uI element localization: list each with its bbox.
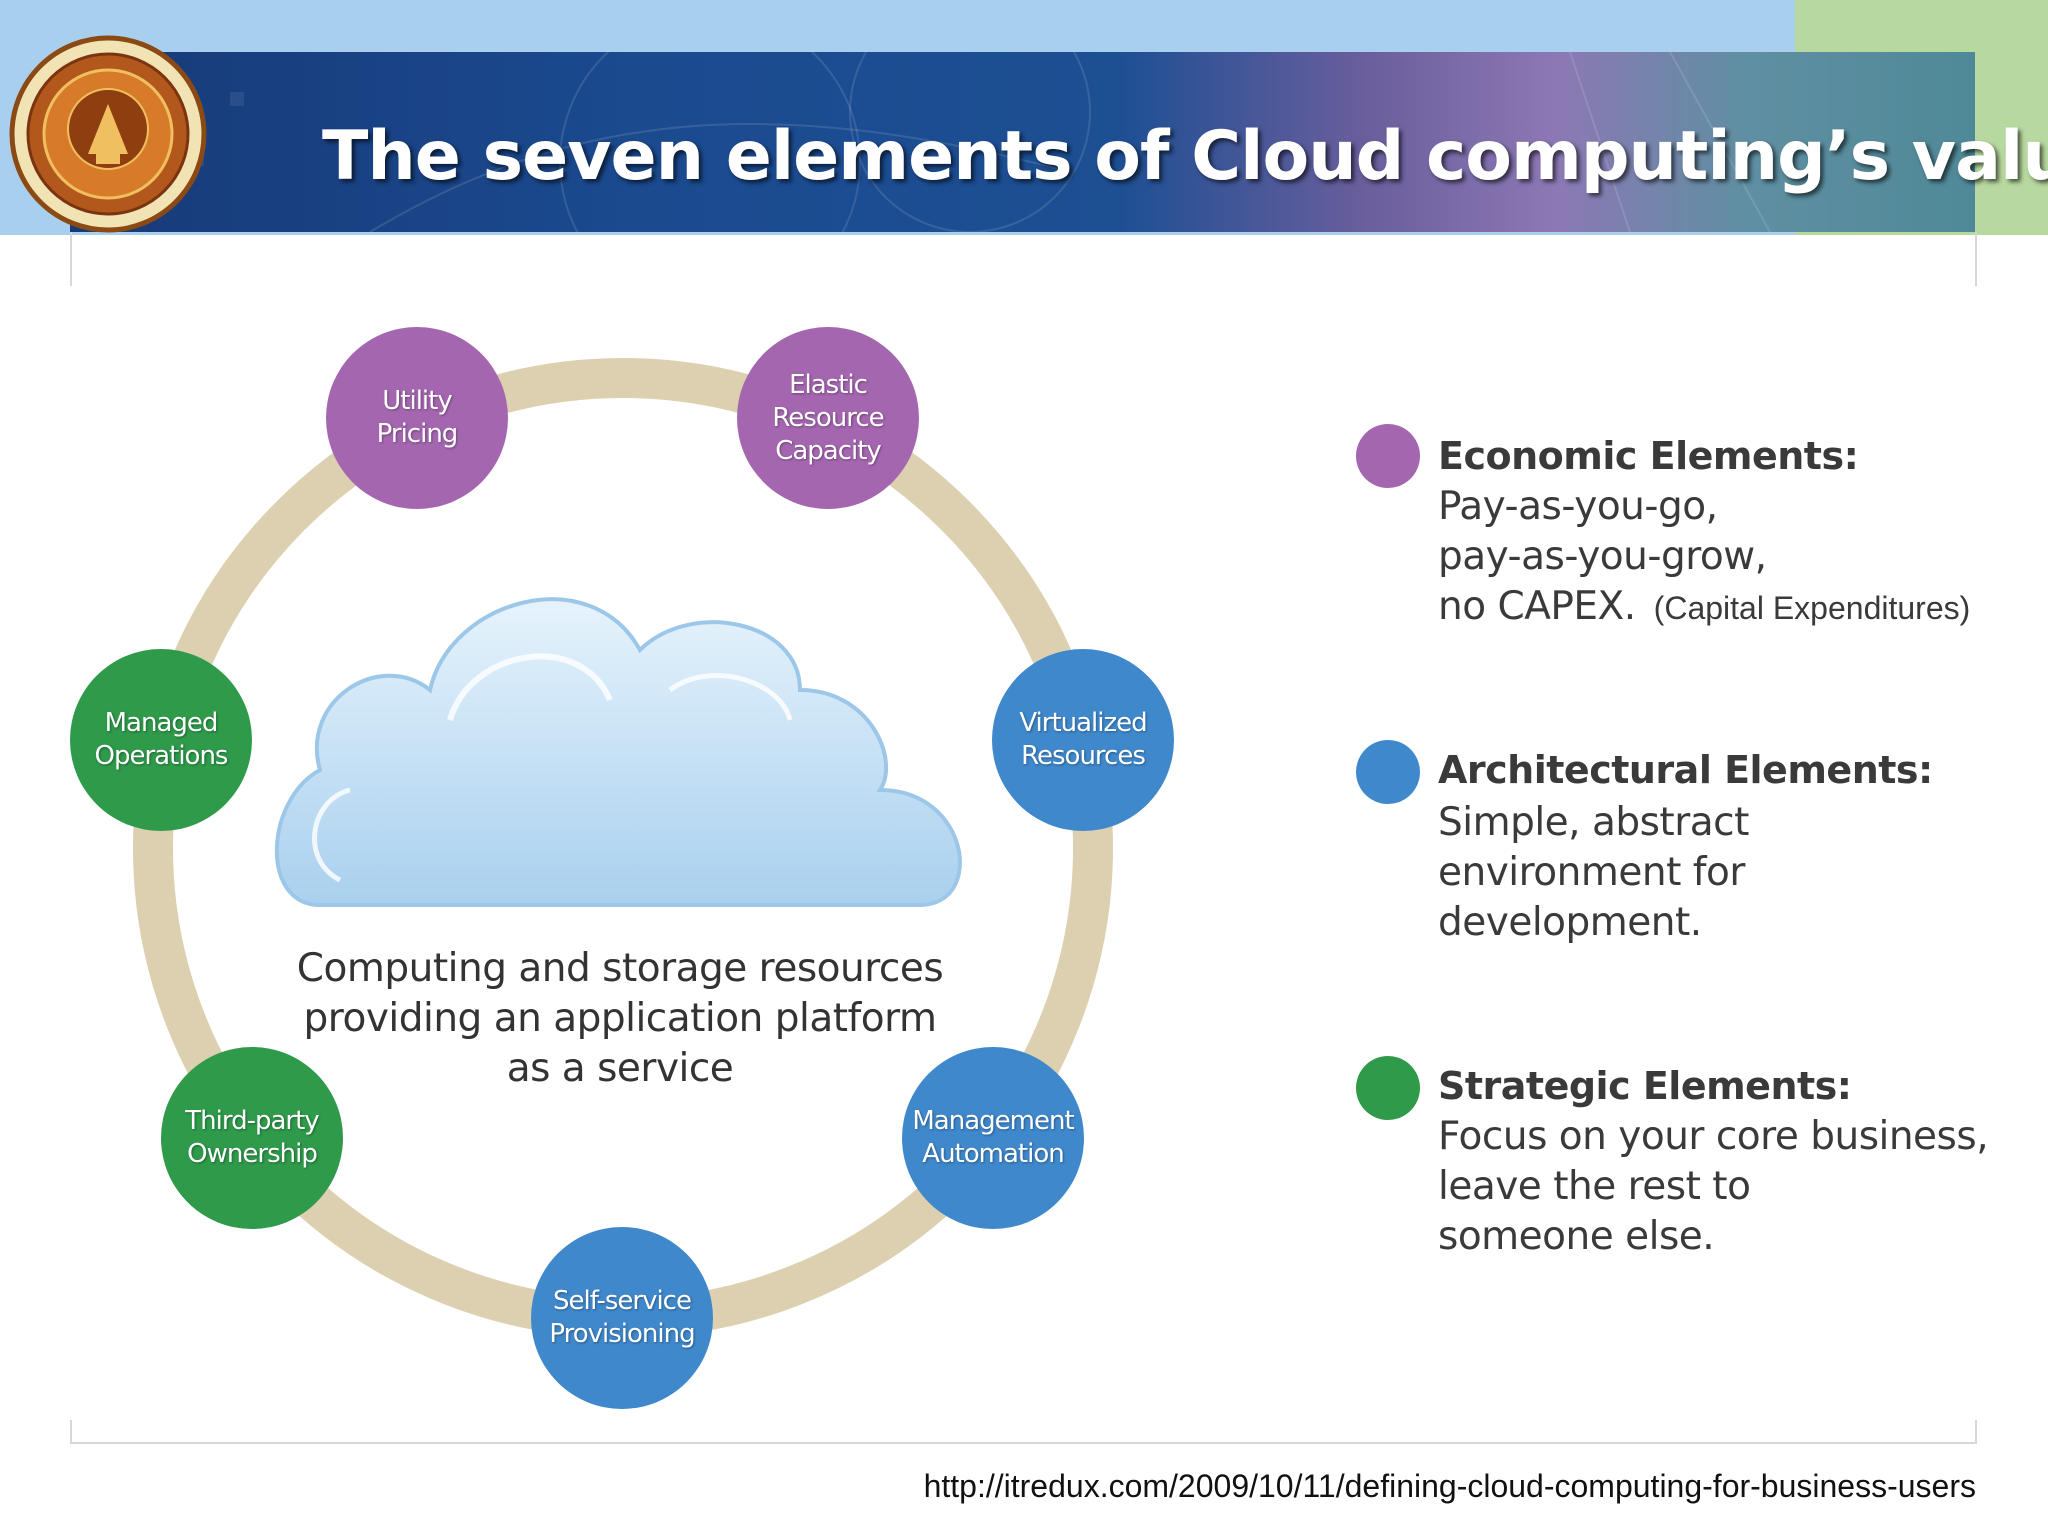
architectural-legend-line: environment for: [1438, 850, 1745, 895]
element-node-circle: [531, 1227, 713, 1409]
element-node-label-line: Capacity: [775, 435, 882, 466]
source-link[interactable]: http://itredux.com/2009/10/11/defining-c…: [923, 1468, 1976, 1504]
center-description: Computing and storage resources providin…: [270, 944, 970, 1094]
element-node-label-line: Utility: [382, 386, 452, 416]
element-node-label-line: Virtualized: [1019, 708, 1147, 738]
economic-legend-line: Pay-as-you-go,: [1438, 484, 1718, 529]
architectural-legend-dot: [1356, 740, 1420, 804]
element-node-label-line: Operations: [94, 741, 229, 771]
strategic-legend-title: Strategic Elements:: [1438, 1064, 1852, 1108]
header-banner: [70, 52, 1975, 232]
economic-legend-line: no CAPEX. (Capital Expenditures): [1438, 584, 1970, 629]
strategic-legend-line: Focus on your core business,: [1438, 1114, 1989, 1159]
cloud-icon: [274, 597, 962, 907]
frame-line-top-left: [70, 232, 72, 286]
commission-seal-logo: [9, 35, 207, 233]
element-node-label-line: Resources: [1021, 741, 1146, 771]
page-title: The seven elements of Cloud computing’s …: [322, 117, 2048, 196]
element-node-label-line: Ownership: [187, 1139, 318, 1169]
frame-line-bottom-left: [70, 1420, 72, 1444]
economic-legend-text: no CAPEX.: [1438, 584, 1636, 629]
element-node-circle: [992, 649, 1174, 831]
strategic-legend-line: someone else.: [1438, 1214, 1715, 1259]
element-node-circle: [326, 327, 508, 509]
element-node-circle: [902, 1047, 1084, 1229]
architectural-legend-line: Simple, abstract: [1438, 800, 1749, 845]
element-node-label-line: Managed: [104, 708, 219, 738]
element-node-circle: [70, 649, 252, 831]
frame-line-bottom: [70, 1442, 1977, 1444]
element-node-label-line: Elastic: [789, 369, 868, 400]
capex-note: (Capital Expenditures): [1653, 590, 1971, 626]
strategic-legend-line: leave the rest to: [1438, 1164, 1751, 1209]
economic-legend-title: Economic Elements:: [1438, 434, 1859, 478]
economic-legend-dot: [1356, 424, 1420, 488]
architectural-legend-line: development.: [1438, 900, 1702, 945]
element-node-label-line: Pricing: [376, 419, 459, 449]
element-node-label-line: Provisioning: [549, 1319, 695, 1349]
element-node-label-line: Management: [912, 1106, 1074, 1136]
center-line: as a service: [506, 1046, 734, 1091]
element-node-circle: [161, 1047, 343, 1229]
element-node-circle: [737, 327, 919, 509]
economic-legend-line: pay-as-you-grow,: [1438, 534, 1767, 579]
element-node-label-line: Third-party: [185, 1106, 319, 1136]
element-node-label-line: Automation: [922, 1139, 1064, 1169]
strategic-legend-dot: [1356, 1056, 1420, 1120]
frame-line-top-right: [1975, 232, 1977, 286]
center-line: providing an application platform: [303, 996, 937, 1041]
architectural-legend-title: Architectural Elements:: [1438, 748, 1933, 792]
frame-line-bottom-right: [1975, 1420, 1977, 1444]
element-node-label-line: Self-service: [553, 1286, 692, 1316]
element-node-label-line: Resource: [772, 402, 884, 433]
center-line: Computing and storage resources: [296, 946, 944, 991]
